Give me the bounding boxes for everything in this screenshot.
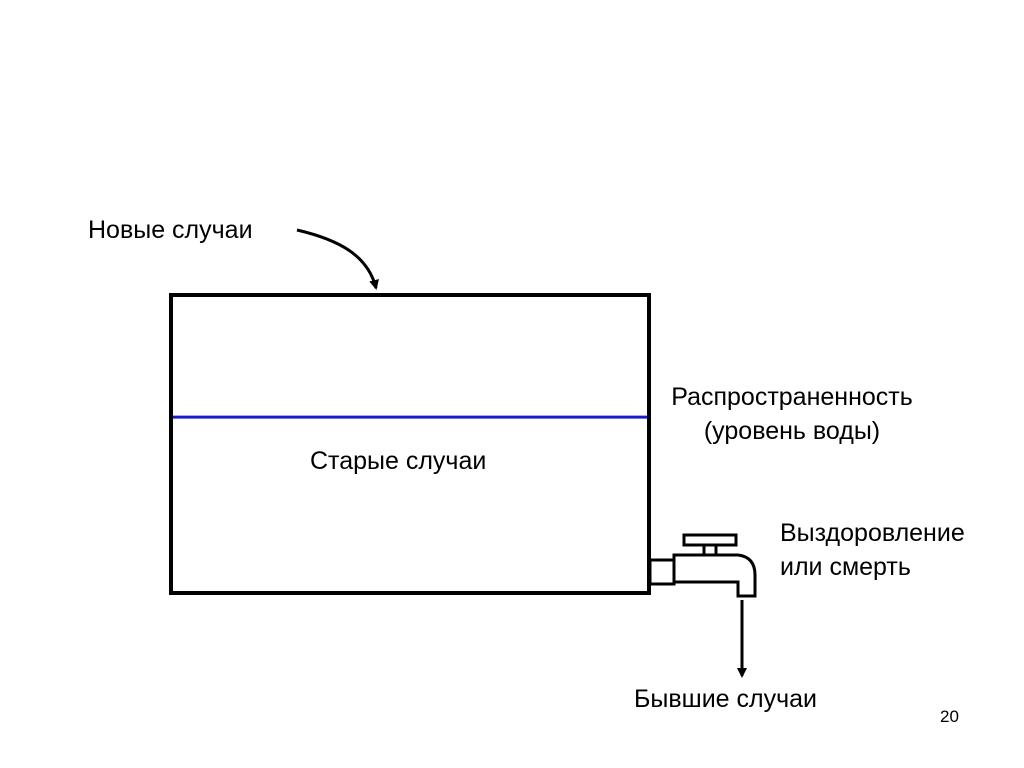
faucet-icon [648,533,757,598]
outcome-label: Выздоровление или смерть [780,516,965,584]
outcome-label-line1: Выздоровление [780,519,965,547]
old-cases-label: Старые случаи [310,447,487,475]
prevalence-label-line2: (уровень воды) [703,417,881,445]
page-number: 20 [940,707,959,726]
former-cases-label: Бывшие случаи [634,685,818,713]
outcome-label-line2: или смерть [780,553,911,581]
tank [169,293,651,595]
prevalence-label: Распространенность (уровень воды) [642,380,942,448]
new-cases-label: Новые случаи [88,216,253,244]
new-cases-arrow [296,228,379,290]
prevalence-label-line1: Распространенность [671,383,913,411]
